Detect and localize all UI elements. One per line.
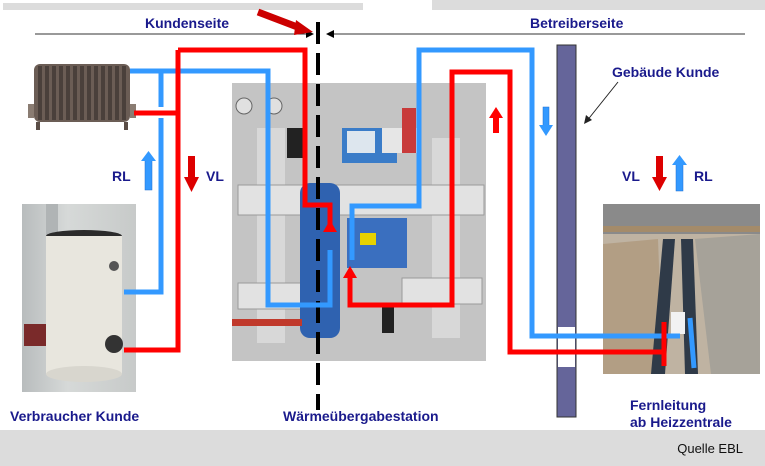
heat-transfer-station-photo — [232, 83, 486, 361]
building-label: Gebäude Kunde — [612, 64, 720, 80]
supply-flow-arrow-station-2 — [343, 266, 357, 278]
building-pointer-arrowhead — [584, 115, 592, 124]
hot-water-tank-photo — [22, 204, 136, 392]
trench-icon — [603, 204, 760, 374]
operator-side-arrowhead — [326, 30, 334, 38]
station-label: Wärmeübergabestation — [283, 408, 439, 424]
source-credit: Quelle EBL — [677, 441, 743, 456]
return-pipe-customer — [124, 68, 333, 308]
supply-pipe-operator — [347, 69, 667, 366]
supply-flow-arrow-station — [323, 220, 337, 232]
station-equipment-icon — [232, 83, 486, 361]
supply-down-arrow-right — [652, 156, 667, 191]
wall-penetration — [558, 327, 575, 367]
supply-label-left: VL — [206, 168, 224, 184]
return-label-left: RL — [112, 168, 131, 184]
return-up-arrow-right — [672, 155, 687, 192]
return-down-arrow-operator — [539, 106, 553, 136]
return-label-right: RL — [694, 168, 713, 184]
building-wall — [556, 44, 577, 418]
return-pipe-operator — [349, 47, 697, 369]
return-up-arrow-left — [141, 151, 156, 191]
radiator-icon — [28, 64, 136, 130]
operator-side-title: Betreiberseite — [530, 15, 624, 31]
customer-side-title: Kundenseite — [145, 15, 230, 31]
consumer-label: Verbraucher Kunde — [10, 408, 140, 424]
pipeline-label-line1: Fernleitung — [630, 397, 707, 413]
supply-pipe-customer — [124, 47, 333, 353]
supply-label-right: VL — [622, 168, 640, 184]
supply-up-arrow-operator — [489, 107, 503, 133]
footer-bar — [0, 430, 765, 466]
district-heating-trench-photo — [603, 204, 760, 374]
supply-down-arrow-left — [184, 156, 199, 192]
top-bar-left — [3, 3, 363, 10]
radiator-photo — [28, 62, 136, 130]
building-pointer-line — [585, 81, 619, 123]
boundary-pointer-arrow — [256, 8, 313, 35]
top-bar-right — [432, 0, 765, 10]
pipeline-label-line2: ab Heizzentrale — [630, 414, 732, 430]
tank-icon — [24, 204, 123, 382]
